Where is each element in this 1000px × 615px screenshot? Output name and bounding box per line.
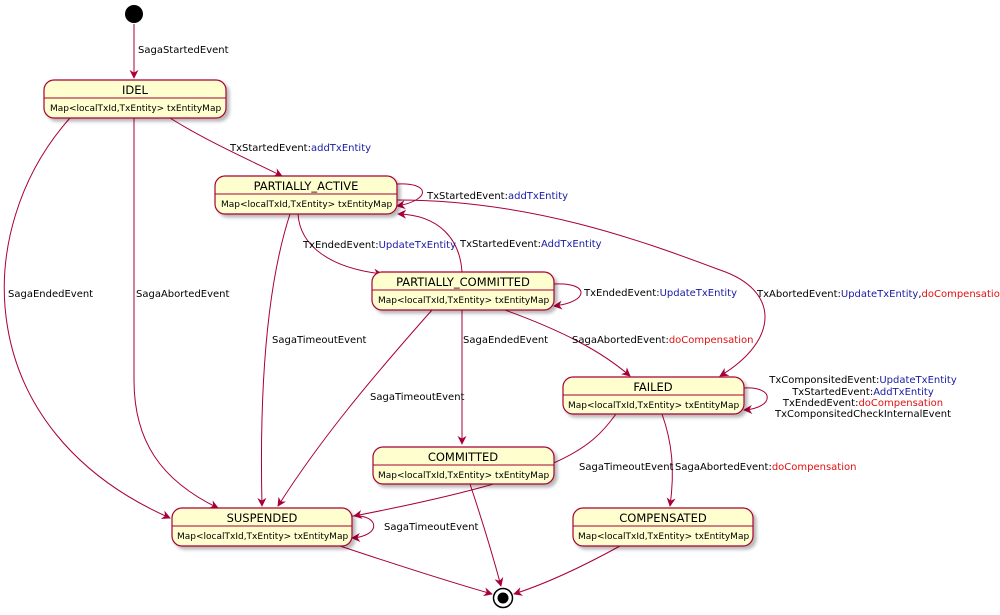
label-pa-failed: TxAbortedEvent:UpdateTxEntity,doCompensa… <box>756 289 1000 300</box>
initial-state <box>125 5 143 23</box>
failed-self-line: TxComponsitedEvent:UpdateTxEntity <box>768 375 957 386</box>
edge-pa-suspended <box>257 213 291 507</box>
state-field: Map<localTxId,TxEntity> txEntityMap <box>221 200 392 210</box>
state-partially-committed: PARTIALLY_COMMITTED Map<localTxId,TxEnti… <box>371 271 555 311</box>
state-field: Map<localTxId,TxEntity> txEntityMap <box>378 471 549 481</box>
failed-self-line: TxEndedEvent:doCompensation <box>782 398 943 409</box>
label-failed-susp: SagaTimeoutEvent <box>579 462 674 473</box>
state-compensated: COMPENSATED Map<localTxId,TxEntity> txEn… <box>572 507 754 547</box>
state-suspended: SUSPENDED Map<localTxId,TxEntity> txEnti… <box>171 507 353 547</box>
label-failed-comp: SagaAbortedEvent:doCompensation <box>675 462 856 473</box>
edge-suspended-self <box>351 515 375 542</box>
state-partially-active: PARTIALLY_ACTIVE Map<localTxId,TxEntity>… <box>214 175 398 215</box>
label-start-idel: SagaStartedEvent <box>138 45 229 56</box>
label-pc-susp: SagaTimeoutEvent <box>370 392 465 403</box>
state-name: IDEL <box>122 83 149 97</box>
edge-partially-committed-self <box>553 283 582 310</box>
label-idel-pa: TxStartedEvent:addTxEntity <box>229 143 371 154</box>
edge-idel-suspended-ended <box>3 117 171 519</box>
state-field: Map<localTxId,TxEntity> txEntityMap <box>578 532 749 542</box>
state-name: PARTIALLY_COMMITTED <box>396 275 530 289</box>
state-field: Map<localTxId,TxEntity> txEntityMap <box>378 296 549 306</box>
state-idel: IDEL Map<localTxId,TxEntity> txEntityMap <box>43 79 227 119</box>
edge-pc-suspended <box>277 309 433 507</box>
state-committed: COMMITTED Map<localTxId,TxEntity> txEnti… <box>372 446 555 485</box>
state-name: FAILED <box>633 380 672 394</box>
transition-labels: SagaStartedEvent TxStartedEvent:addTxEnt… <box>8 45 1000 533</box>
state-name: PARTIALLY_ACTIVE <box>254 179 359 193</box>
edge-idel-suspended-aborted <box>133 118 219 509</box>
edge-failed-self <box>743 387 768 414</box>
label-pc-committed: SagaEndedEvent <box>463 335 548 346</box>
state-field: Map<localTxId,TxEntity> txEntityMap <box>177 532 348 542</box>
label-idel-susp-ended: SagaEndedEvent <box>8 289 93 300</box>
failed-self-line: TxComponsitedCheckInternalEvent <box>774 409 951 420</box>
edge-partially-active-self <box>396 183 423 210</box>
state-field: Map<localTxId,TxEntity> txEntityMap <box>50 104 221 114</box>
state-name: COMMITTED <box>428 450 498 464</box>
state-failed: FAILED Map<localTxId,TxEntity> txEntityM… <box>562 376 745 415</box>
label-failed-self: TxComponsitedEvent:UpdateTxEntity TxStar… <box>768 375 957 420</box>
edge-pc-pa <box>397 209 463 273</box>
label-idel-susp-aborted: SagaAbortedEvent <box>136 289 230 300</box>
final-state <box>492 587 514 609</box>
edge-idel-partially-active <box>169 117 283 177</box>
label-pc-pa: TxStartedEvent:AddTxEntity <box>459 239 602 250</box>
label-pa-susp: SagaTimeoutEvent <box>272 335 367 346</box>
edge-pa-pc <box>297 213 383 278</box>
edge-pc-failed <box>504 309 631 377</box>
state-name: COMPENSATED <box>619 511 707 525</box>
failed-self-line: TxStartedEvent:AddTxEntity <box>791 387 934 398</box>
edge-compensated-final <box>513 545 621 596</box>
label-pc-failed: SagaAbortedEvent:doCompensation <box>572 335 753 346</box>
state-field: Map<localTxId,TxEntity> txEntityMap <box>568 401 739 411</box>
edge-committed-final <box>469 483 504 587</box>
edge-failed-compensated <box>661 413 676 507</box>
edge-suspended-final <box>339 545 493 597</box>
label-susp-self: SagaTimeoutEvent <box>384 522 479 533</box>
label-pa-pc: TxEndedEvent:UpdateTxEntity <box>302 240 456 251</box>
label-pc-self: TxEndedEvent:UpdateTxEntity <box>583 288 737 299</box>
state-name: SUSPENDED <box>227 511 298 525</box>
edge-pa-failed <box>396 199 766 377</box>
label-pa-self: TxStartedEvent:addTxEntity <box>426 191 568 202</box>
